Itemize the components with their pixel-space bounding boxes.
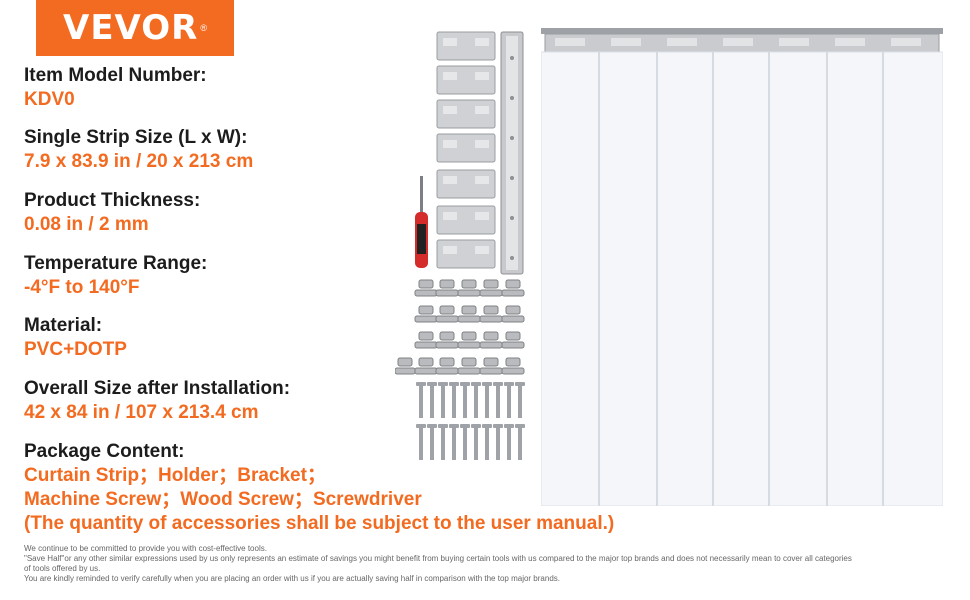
spec-value: 0.08 in / 2 mm — [24, 214, 149, 235]
package-line: Machine Screw；Wood Screw；Screwdriver — [24, 489, 422, 510]
brand-logo: VEVOR® — [36, 0, 234, 56]
registered-mark: ® — [200, 23, 207, 33]
screwdriver-icon — [415, 176, 428, 268]
spec-label: Material: — [24, 315, 103, 336]
disclaimer-line: We continue to be committed to provide y… — [24, 544, 267, 553]
bracket-rail-icon — [500, 31, 524, 275]
spec-label: Overall Size after Installation: — [24, 378, 291, 399]
spec-temperature: Temperature Range: -4°F to 140°F — [24, 252, 207, 300]
package-note: (The quantity of accessories shall be su… — [24, 513, 615, 534]
disclaimer-line: "Save Half"or any other similar expressi… — [24, 554, 852, 563]
package-line: Curtain Strip；Holder；Bracket； — [24, 465, 326, 486]
disclaimer: We continue to be committed to provide y… — [24, 544, 959, 584]
spec-label: Item Model Number: — [24, 65, 207, 86]
spec-model: Item Model Number: KDV0 — [24, 64, 207, 112]
logo-text: VEVOR — [63, 8, 199, 48]
machine-screws-icon — [395, 279, 525, 375]
spec-thickness: Product Thickness: 0.08 in / 2 mm — [24, 189, 200, 237]
disclaimer-line: You are kindly reminded to verify carefu… — [24, 574, 560, 583]
wood-screws-icon — [416, 382, 525, 460]
spec-material: Material: PVC+DOTP — [24, 314, 127, 362]
package-content: Package Content: Curtain Strip；Holder；Br… — [24, 440, 614, 536]
spec-label: Temperature Range: — [24, 253, 208, 274]
holder-plates-icon — [436, 31, 496, 269]
disclaimer-line: of tools offered by us. — [24, 564, 101, 573]
spec-value: PVC+DOTP — [24, 339, 127, 360]
spec-value: 42 x 84 in / 107 x 213.4 cm — [24, 402, 259, 423]
spec-label: Single Strip Size (L x W): — [24, 127, 248, 148]
spec-value: KDV0 — [24, 89, 75, 110]
strip-curtain-icon — [541, 28, 943, 506]
spec-strip-size: Single Strip Size (L x W): 7.9 x 83.9 in… — [24, 126, 253, 174]
spec-overall-size: Overall Size after Installation: 42 x 84… — [24, 377, 290, 425]
spec-value: 7.9 x 83.9 in / 20 x 213 cm — [24, 151, 254, 172]
hardware-kit-icon — [395, 31, 525, 460]
spec-label: Product Thickness: — [24, 190, 201, 211]
spec-value: -4°F to 140°F — [24, 277, 140, 298]
package-label: Package Content: — [24, 441, 185, 462]
